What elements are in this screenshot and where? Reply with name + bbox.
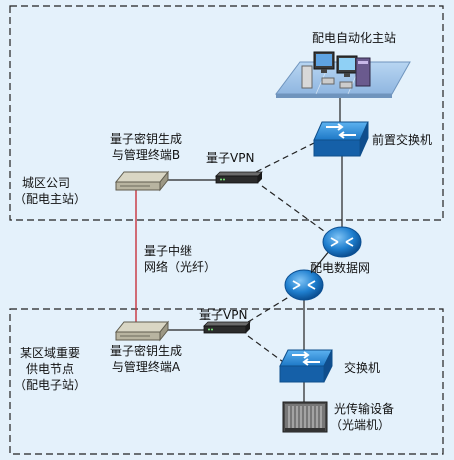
optical-transmission-icon [282, 401, 328, 433]
rack-terminal-icon [114, 320, 170, 342]
important-node-label-line3: （配电子站） [13, 378, 86, 392]
relay-network-label-line2: 网络（光纤） [144, 260, 217, 274]
link-vpn-to-switch [247, 335, 287, 365]
link-vpn-to-front-switch [255, 141, 317, 173]
connection-lines [135, 86, 343, 402]
front-switch-label: 前置交换机 [372, 133, 433, 147]
city-company-label-line2: （配电主站） [14, 192, 87, 206]
key-terminal-a-label-line1: 量子密钥生成 [109, 344, 182, 358]
link-vpn-to-router [247, 294, 293, 323]
network-switch-icon [313, 121, 369, 157]
important-node-label-line1: 某区域重要 [19, 346, 80, 360]
key-terminal-b-label-line2: 与管理终端B [111, 148, 181, 162]
important-node-label-line2: 供电节点 [25, 362, 74, 376]
router-icon [284, 269, 324, 301]
rack-terminal-icon [114, 170, 170, 192]
city-company-zone [9, 5, 444, 221]
link-vpn-to-data-network [261, 185, 329, 235]
optical-device-label-line2: （光端机） [330, 418, 391, 432]
computer-workstation-icon [275, 51, 411, 98]
vpn-device-icon [203, 321, 251, 334]
vpn-bottom-label: 量子VPN [199, 308, 248, 322]
vpn-top-label: 量子VPN [206, 151, 255, 165]
city-company-label-line1: 城区公司 [22, 176, 71, 190]
key-terminal-b-label-line1: 量子密钥生成 [109, 132, 182, 146]
router-icon [322, 226, 362, 258]
key-terminal-a-label-line2: 与管理终端A [111, 360, 181, 374]
substation-zone [9, 308, 444, 455]
network-switch-icon [279, 349, 333, 383]
vpn-device-icon [215, 171, 263, 184]
data-network-label: 配电数据网 [310, 261, 371, 275]
optical-device-label-line1: 光传输设备 [334, 402, 395, 416]
bottom-switch-label: 交换机 [344, 361, 381, 375]
master-station-label: 配电自动化主站 [312, 31, 397, 45]
relay-network-label-line1: 量子中继 [144, 244, 193, 258]
link-data-network-to-router [311, 249, 331, 273]
